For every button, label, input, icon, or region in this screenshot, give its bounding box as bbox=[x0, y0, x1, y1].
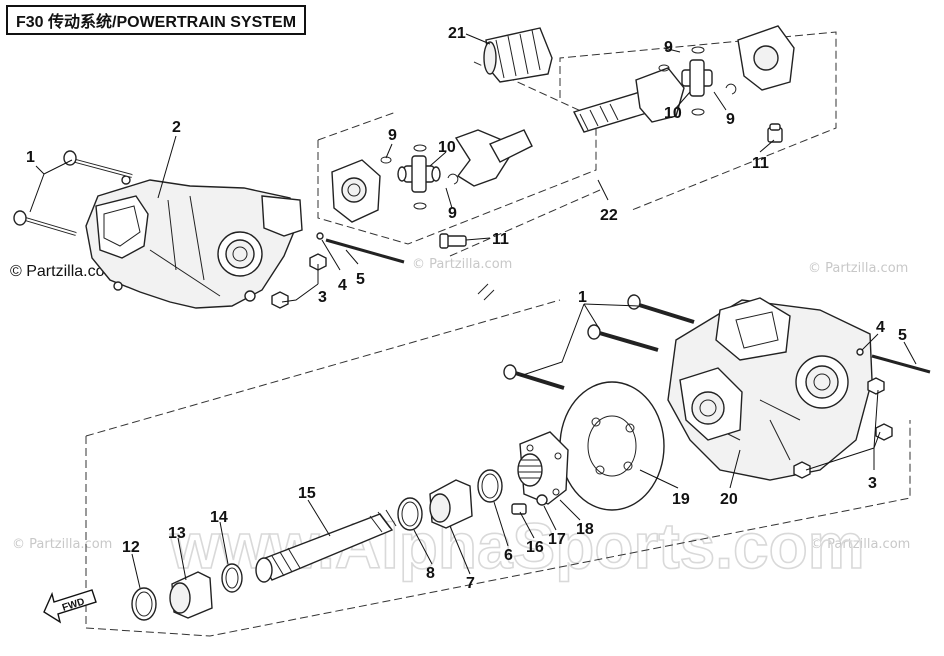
nut-3-front-upper bbox=[309, 253, 327, 271]
callout-21: 21 bbox=[448, 25, 466, 42]
leader-lines bbox=[29, 33, 917, 589]
callout-22: 22 bbox=[600, 207, 618, 224]
callout-14: 14 bbox=[210, 509, 228, 526]
callout-16: 16 bbox=[526, 539, 544, 556]
callout-15: 15 bbox=[298, 485, 316, 502]
callout-11: 11 bbox=[492, 231, 509, 248]
callout-1: 1 bbox=[578, 289, 587, 306]
callout-1: 1 bbox=[26, 149, 35, 166]
callout-7: 7 bbox=[466, 575, 475, 592]
bearing-7 bbox=[429, 479, 473, 529]
diagram-title: F30 传动系统/POWERTRAIN SYSTEM bbox=[6, 5, 307, 35]
rear-snap-rings bbox=[658, 46, 737, 116]
callout-19: 19 bbox=[672, 491, 690, 508]
rear-bolt-11 bbox=[767, 123, 783, 143]
callout-numbers: 1 2 3 4 5 9 10 9 11 21 22 9 10 9 11 1 4 … bbox=[26, 25, 907, 592]
front-snap-rings bbox=[380, 144, 459, 210]
output-shaft-15 bbox=[255, 509, 397, 583]
callout-4: 4 bbox=[876, 319, 885, 336]
callout-3: 3 bbox=[318, 289, 327, 306]
nut-3-rear-lower bbox=[793, 461, 811, 479]
callout-17: 17 bbox=[548, 531, 566, 548]
nut-3-rear-upper bbox=[867, 377, 885, 395]
fwd-arrow: FWD bbox=[43, 589, 97, 624]
watermark-partzilla: © Partzilla.com bbox=[810, 537, 910, 552]
ring-14 bbox=[221, 563, 243, 593]
callout-2: 2 bbox=[172, 119, 181, 136]
rear-input-flange bbox=[679, 367, 743, 441]
front-boot-21 bbox=[483, 27, 553, 83]
callout-6: 6 bbox=[504, 547, 513, 564]
callout-4: 4 bbox=[338, 277, 347, 294]
callout-3: 3 bbox=[868, 475, 877, 492]
callout-9: 9 bbox=[726, 111, 735, 128]
brake-disc-19 bbox=[559, 381, 665, 511]
watermark-partzilla: © Partzilla.com bbox=[12, 537, 112, 552]
callout-12: 12 bbox=[122, 539, 140, 556]
stud-5-rear bbox=[871, 354, 931, 374]
watermark-partzilla: © Partzilla.com bbox=[412, 257, 512, 272]
callout-10: 10 bbox=[438, 139, 456, 156]
callout-20: 20 bbox=[720, 491, 738, 508]
rear-yoke-flange bbox=[737, 25, 795, 91]
bolt-1-front-upper bbox=[63, 150, 133, 178]
front-yoke-flange bbox=[331, 159, 381, 223]
watermark-partzilla: © Partzilla.com bbox=[808, 261, 908, 276]
front-bolt-11 bbox=[439, 233, 467, 249]
callout-9: 9 bbox=[448, 205, 457, 222]
bolt-1-rear-c bbox=[503, 364, 565, 390]
sleeve-13 bbox=[169, 571, 213, 619]
bolt-16 bbox=[511, 503, 527, 515]
callout-5: 5 bbox=[898, 327, 907, 344]
callout-11: 11 bbox=[752, 155, 769, 172]
bolt-1-rear-a bbox=[627, 294, 695, 324]
front-drive-yoke bbox=[454, 129, 533, 187]
washer-4-front bbox=[316, 232, 324, 240]
washer-4-rear bbox=[856, 348, 864, 356]
callout-9: 9 bbox=[388, 127, 397, 144]
callout-5: 5 bbox=[356, 271, 365, 288]
washer-17 bbox=[536, 494, 548, 506]
callout-10: 10 bbox=[664, 105, 682, 122]
diagram-title-text: F30 传动系统/POWERTRAIN SYSTEM bbox=[16, 14, 297, 31]
callout-18: 18 bbox=[576, 521, 594, 538]
rear-universal-joint-cross bbox=[681, 59, 713, 97]
bolt-1-rear-b bbox=[587, 324, 659, 352]
callout-13: 13 bbox=[168, 525, 186, 542]
drive-shaft-spline-22 bbox=[573, 67, 685, 133]
nut-3-rear-mid bbox=[875, 423, 893, 441]
bolt-1-front-lower bbox=[13, 210, 77, 236]
partzilla-watermarks: © Partzilla.com © Partzilla.com © Partzi… bbox=[12, 257, 910, 552]
callout-8: 8 bbox=[426, 565, 435, 582]
callout-9: 9 bbox=[664, 39, 673, 56]
front-differential-housing bbox=[85, 175, 303, 309]
shaft-break-mark bbox=[477, 283, 495, 301]
front-universal-joint-cross bbox=[397, 155, 441, 193]
watermark-partzilla-dark: © Partzilla.com bbox=[10, 263, 118, 280]
stud-5-front bbox=[325, 238, 405, 264]
needle-bearing bbox=[517, 453, 543, 487]
nut-3-front bbox=[271, 291, 289, 309]
